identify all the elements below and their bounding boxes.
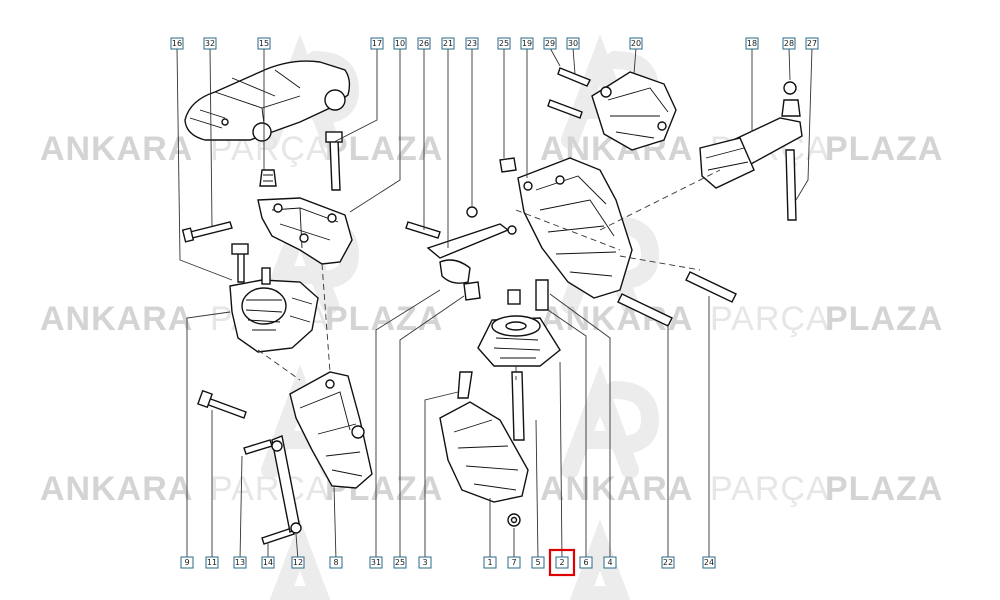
- svg-text:30: 30: [568, 39, 578, 48]
- callout-8[interactable]: 8: [329, 556, 343, 569]
- callout-25[interactable]: 25: [497, 37, 511, 50]
- highlight-frame: [548, 548, 576, 577]
- callout-25-bottom[interactable]: 25: [393, 556, 407, 569]
- callout-19[interactable]: 19: [520, 37, 534, 50]
- callout-30[interactable]: 30: [566, 37, 580, 50]
- svg-text:23: 23: [467, 39, 477, 48]
- svg-text:31: 31: [371, 558, 381, 567]
- svg-text:27: 27: [807, 39, 817, 48]
- svg-text:25: 25: [499, 39, 509, 48]
- torque-arm: [699, 81, 803, 189]
- callout-23[interactable]: 23: [465, 37, 479, 50]
- watermark-word: PLAZA: [325, 300, 443, 338]
- svg-text:26: 26: [419, 39, 429, 48]
- callout-17[interactable]: 17: [370, 37, 384, 50]
- callout-26[interactable]: 26: [417, 37, 431, 50]
- car-illustration: [184, 60, 351, 142]
- svg-text:12: 12: [293, 558, 303, 567]
- watermark-word: ANKARA: [40, 130, 193, 168]
- leader-lines: [176, 47, 813, 561]
- tie-rod: [271, 435, 302, 534]
- svg-text:24: 24: [704, 558, 714, 567]
- callout-12[interactable]: 12: [291, 556, 305, 569]
- callout-14[interactable]: 14: [261, 556, 275, 569]
- watermark-word: PLAZA: [825, 130, 943, 168]
- watermark-word: ANKARA: [40, 470, 193, 508]
- svg-text:7: 7: [511, 558, 516, 567]
- callout-13[interactable]: 13: [233, 556, 247, 569]
- watermark-word: PLAZA: [825, 300, 943, 338]
- callout-21[interactable]: 21: [441, 37, 455, 50]
- svg-text:17: 17: [372, 39, 382, 48]
- svg-text:20: 20: [631, 39, 641, 48]
- bolts: [181, 67, 797, 545]
- callout-6[interactable]: 6: [579, 556, 593, 569]
- upper-right-mount: [591, 71, 677, 151]
- watermark-word: PARÇA: [710, 300, 830, 338]
- svg-text:18: 18: [747, 39, 757, 48]
- callout-3[interactable]: 3: [418, 556, 432, 569]
- callout-18[interactable]: 18: [745, 37, 759, 50]
- callout-9[interactable]: 9: [180, 556, 194, 569]
- callout-5[interactable]: 5: [531, 556, 545, 569]
- svg-text:14: 14: [263, 558, 273, 567]
- svg-text:13: 13: [235, 558, 245, 567]
- watermark-word: ANKARA: [540, 470, 693, 508]
- callout-1[interactable]: 1: [483, 556, 497, 569]
- watermark-word: PARÇA: [710, 470, 830, 508]
- callouts-top: 16 32 15 17 10 26 21 23 25 19 29 30 20 1…: [170, 37, 819, 50]
- callout-22[interactable]: 22: [661, 556, 675, 569]
- upper-left-bracket: [257, 169, 353, 265]
- right-gearbox-bracket: [499, 157, 633, 299]
- svg-text:11: 11: [207, 558, 217, 567]
- svg-text:15: 15: [259, 39, 269, 48]
- callouts-bottom: 9 11 13 14 12 8 31 25 3 1 7 5 2 6 4 22 2…: [180, 556, 716, 569]
- svg-text:2: 2: [559, 558, 564, 567]
- svg-text:5: 5: [535, 558, 540, 567]
- watermark-word: PLAZA: [825, 470, 943, 508]
- svg-text:9: 9: [184, 558, 189, 567]
- callout-24[interactable]: 24: [702, 556, 716, 569]
- callout-11[interactable]: 11: [205, 556, 219, 569]
- center-link-arm: [426, 206, 517, 301]
- callout-7[interactable]: 7: [507, 556, 521, 569]
- callout-31[interactable]: 31: [369, 556, 383, 569]
- svg-text:22: 22: [663, 558, 673, 567]
- svg-text:28: 28: [784, 39, 794, 48]
- callout-2[interactable]: 2: [555, 556, 569, 569]
- callout-29[interactable]: 29: [543, 37, 557, 50]
- lower-left-bracket: [289, 371, 373, 489]
- svg-text:10: 10: [395, 39, 405, 48]
- svg-text:21: 21: [443, 39, 453, 48]
- callout-27[interactable]: 27: [805, 37, 819, 50]
- center-mount: [477, 289, 561, 367]
- svg-text:4: 4: [607, 558, 612, 567]
- svg-text:8: 8: [333, 558, 338, 567]
- lower-center-bracket: [439, 401, 529, 527]
- svg-text:19: 19: [522, 39, 532, 48]
- svg-text:16: 16: [172, 39, 182, 48]
- svg-text:3: 3: [422, 558, 427, 567]
- watermark-word: PLAZA: [325, 130, 443, 168]
- svg-text:25: 25: [395, 558, 405, 567]
- left-engine-mount: [229, 267, 319, 353]
- watermark-word: PARÇA: [210, 470, 330, 508]
- callout-15[interactable]: 15: [257, 37, 271, 50]
- callout-4[interactable]: 4: [603, 556, 617, 569]
- callout-16[interactable]: 16: [170, 37, 184, 50]
- watermark-word: ANKARA: [40, 300, 193, 338]
- svg-text:32: 32: [205, 39, 215, 48]
- callout-32[interactable]: 32: [203, 37, 217, 50]
- callout-20[interactable]: 20: [629, 37, 643, 50]
- svg-text:6: 6: [583, 558, 588, 567]
- svg-text:1: 1: [487, 558, 492, 567]
- callout-10[interactable]: 10: [393, 37, 407, 50]
- callout-28[interactable]: 28: [782, 37, 796, 50]
- svg-text:29: 29: [545, 39, 555, 48]
